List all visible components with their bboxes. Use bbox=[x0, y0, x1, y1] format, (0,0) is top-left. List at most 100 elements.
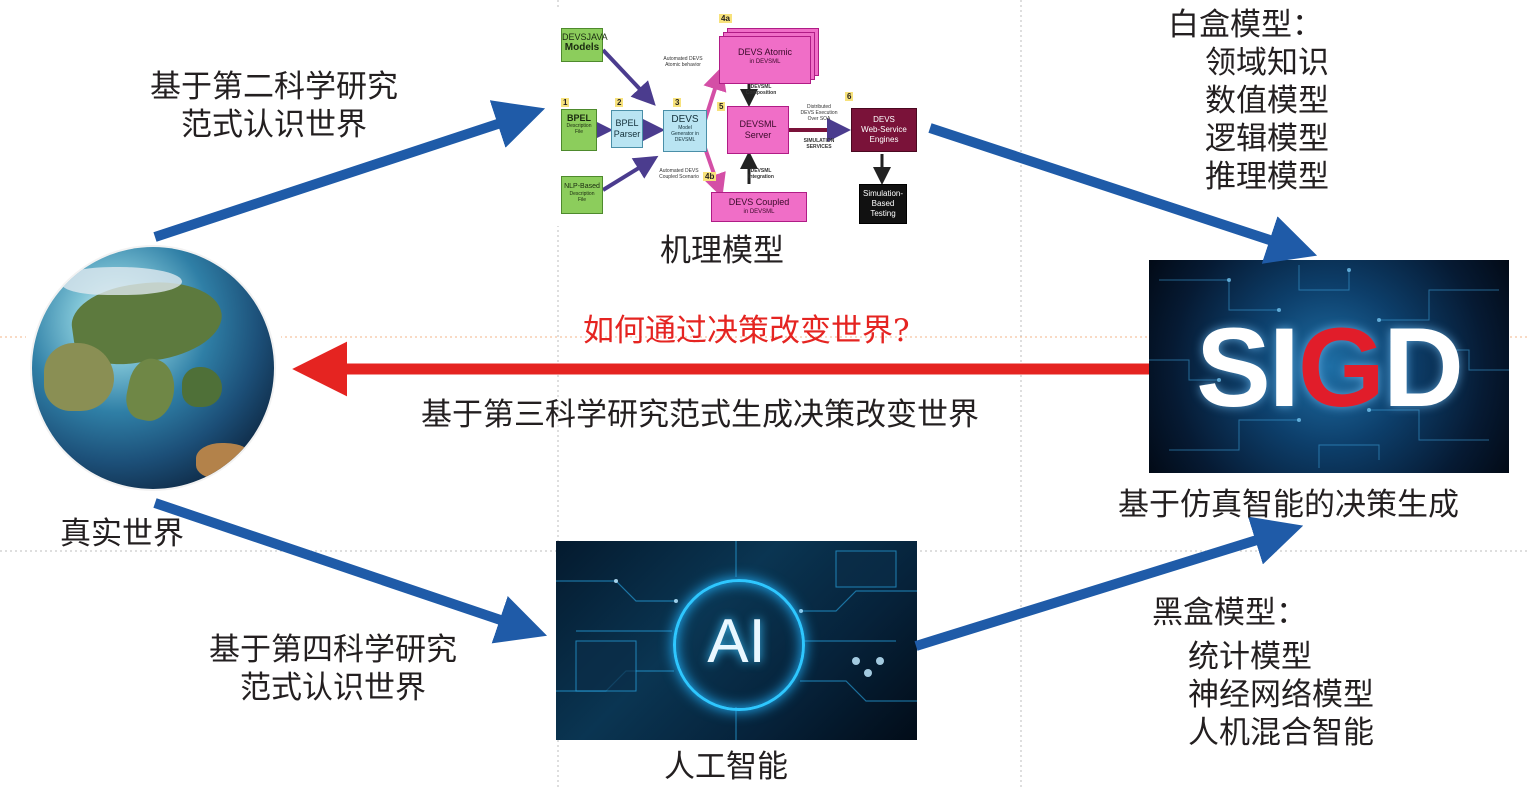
devsml-server-box: DEVSML Server bbox=[727, 106, 789, 154]
nlp-description-box: NLP-Based Description File bbox=[561, 176, 603, 214]
ai-image: AI bbox=[556, 541, 917, 740]
models-label: Models bbox=[564, 42, 600, 53]
blackbox-item-neural-network-model: 神经网络模型 bbox=[1188, 677, 1374, 713]
note-integration-1: DEVSML bbox=[750, 168, 772, 174]
bpel-parser-line2: Parser bbox=[613, 129, 641, 139]
step-number-2: 2 bbox=[615, 98, 624, 107]
note-sim-services: SIMULATION SERVICES bbox=[791, 138, 847, 150]
real-world-caption: 真实世界 bbox=[60, 516, 184, 552]
devs-coupled-line1: DEVS Coupled bbox=[728, 197, 790, 207]
ice-north bbox=[62, 267, 182, 295]
note-sim-services-1: SIMULATION bbox=[803, 138, 835, 144]
step-number-4a: 4a bbox=[719, 14, 732, 23]
circuit-pattern bbox=[1149, 265, 1509, 468]
mechanism-model-caption: 机理模型 bbox=[660, 233, 784, 269]
paradigm2-line1: 基于第二科学研究 bbox=[150, 69, 398, 105]
note-composition-1: DEVSML bbox=[750, 84, 772, 90]
devs-atomic-box: DEVS Atomic in DEVSML bbox=[719, 36, 811, 84]
bpel-parser-line1: BPEL bbox=[615, 118, 639, 128]
paradigm2-caption: 基于第二科学研究 范式认识世界 bbox=[124, 68, 424, 144]
note-integration: DEVSML Integration bbox=[741, 168, 781, 180]
mechanism-model-diagram: DEVSJAVA Models 1 BPEL Description File … bbox=[557, 8, 929, 226]
land-west bbox=[44, 343, 114, 411]
nlp-file-sub2: File bbox=[577, 197, 587, 203]
step-number-3: 3 bbox=[673, 98, 682, 107]
note-sim-services-2: SERVICES bbox=[806, 144, 832, 150]
sigd-caption: 基于仿真智能的决策生成 bbox=[1118, 487, 1459, 523]
ai-circuit-pattern bbox=[556, 541, 917, 740]
devs-gen-title: DEVS bbox=[671, 114, 699, 125]
sigd-letter-s: S bbox=[1196, 305, 1271, 430]
step-number-5: 5 bbox=[717, 102, 726, 111]
paradigm4-line1: 基于第四科学研究 bbox=[209, 632, 457, 668]
paradigm2-line2: 范式认识世界 bbox=[181, 107, 367, 143]
ai-glow-ring bbox=[673, 579, 805, 711]
note-composition: DEVSML Composition bbox=[741, 84, 781, 96]
sigd-letter-d: D bbox=[1383, 305, 1464, 430]
devs-atomic-line1: DEVS Atomic bbox=[737, 47, 793, 57]
whitebox-item-logic-model: 逻辑模型 bbox=[1205, 121, 1329, 157]
bpel-file-sub2: File bbox=[574, 129, 584, 135]
devsjava-label: DEVSJAVA bbox=[562, 32, 608, 42]
step-number-1: 1 bbox=[561, 98, 570, 107]
question-caption: 如何通过决策改变世界? bbox=[583, 313, 910, 349]
devs-gen-sub3: DEVSML bbox=[674, 137, 696, 143]
whitebox-item-domain-knowledge: 领域知识 bbox=[1205, 45, 1329, 81]
note-auto-coupled-1: Automated DEVS bbox=[659, 168, 699, 174]
ai-caption: 人工智能 bbox=[664, 749, 788, 785]
note-distributed-3: Over SOA bbox=[807, 116, 831, 122]
note-distributed: Distributed DEVS Execution Over SOA bbox=[791, 104, 847, 122]
bpel-file-title: BPEL bbox=[566, 113, 591, 123]
step-number-6: 6 bbox=[845, 92, 854, 101]
mechanism-arrows bbox=[589, 48, 891, 198]
sigd-letter-i: I bbox=[1268, 305, 1300, 430]
sigd-logo-text: SIGD bbox=[1149, 312, 1509, 424]
arrow-earth-to-mechanism bbox=[153, 100, 546, 242]
sigd-letter-g: G bbox=[1297, 305, 1385, 430]
note-auto-behavior-1: Automated DEVS bbox=[663, 56, 703, 62]
engines-line2: Web-Service bbox=[861, 125, 907, 134]
note-auto-behavior-2: Atomic behavior bbox=[665, 62, 701, 68]
devs-coupled-line2: in DEVSML bbox=[743, 209, 775, 215]
whitebox-item-reasoning-model: 推理模型 bbox=[1205, 159, 1329, 195]
bpel-description-box: BPEL Description File bbox=[561, 109, 597, 151]
devs-atomic-line2: in DEVSML bbox=[749, 59, 781, 65]
testing-line3: Testing bbox=[870, 209, 896, 218]
land-southeast bbox=[182, 367, 222, 407]
note-auto-coupled: Automated DEVS Coupled Scenario bbox=[649, 168, 709, 180]
note-distributed-2: DEVS Execution bbox=[800, 110, 838, 116]
testing-line1: Simulation- bbox=[862, 189, 903, 198]
arrow-earth-to-ai bbox=[153, 498, 548, 644]
note-distributed-1: Distributed bbox=[807, 104, 831, 110]
simulation-based-testing-box: Simulation- Based Testing bbox=[859, 184, 907, 224]
devsml-server-line2: Server bbox=[744, 130, 772, 140]
devsjava-models-box: DEVSJAVA Models bbox=[561, 28, 608, 62]
devs-gen-sub1: Model bbox=[678, 125, 692, 131]
note-auto-behavior: Automated DEVS Atomic behavior bbox=[653, 56, 713, 68]
whitebox-list: 领域知识 数值模型 逻辑模型 推理模型 bbox=[1205, 44, 1329, 196]
arrow-mechanism-to-sigd bbox=[928, 123, 1318, 264]
blackbox-item-statistical-model: 统计模型 bbox=[1188, 639, 1312, 675]
nlp-file-sub1: Description bbox=[569, 191, 595, 197]
devsml-server-line1: DEVSML bbox=[739, 119, 777, 129]
bpel-file-sub1: Description bbox=[566, 123, 592, 129]
note-integration-2: Integration bbox=[748, 174, 774, 180]
blackbox-item-human-machine-intelligence: 人机混合智能 bbox=[1188, 715, 1374, 751]
sigd-image: SIGD bbox=[1149, 260, 1509, 473]
whitebox-title: 白盒模型： bbox=[1168, 7, 1323, 43]
land-australia bbox=[196, 443, 256, 479]
arrow-ai-to-sigd bbox=[914, 516, 1304, 651]
blackbox-list: 统计模型 神经网络模型 人机混合智能 bbox=[1188, 638, 1374, 752]
devs-gen-sub2: Generator in bbox=[671, 131, 699, 137]
note-composition-2: Composition bbox=[745, 90, 777, 96]
engines-line1: DEVS bbox=[873, 115, 895, 124]
devs-web-service-engines-box: DEVS Web-Service Engines bbox=[851, 108, 917, 152]
step-number-4b: 4b bbox=[703, 172, 717, 181]
bpel-parser-box: BPEL Parser bbox=[611, 110, 643, 148]
engines-line3: Engines bbox=[869, 135, 899, 144]
devs-model-generator-box: DEVS Model Generator in DEVSML bbox=[663, 110, 707, 152]
nlp-file-title: NLP-Based bbox=[564, 183, 600, 190]
paradigm4-line2: 范式认识世界 bbox=[240, 670, 426, 706]
ai-logo-text: AI bbox=[707, 607, 766, 676]
